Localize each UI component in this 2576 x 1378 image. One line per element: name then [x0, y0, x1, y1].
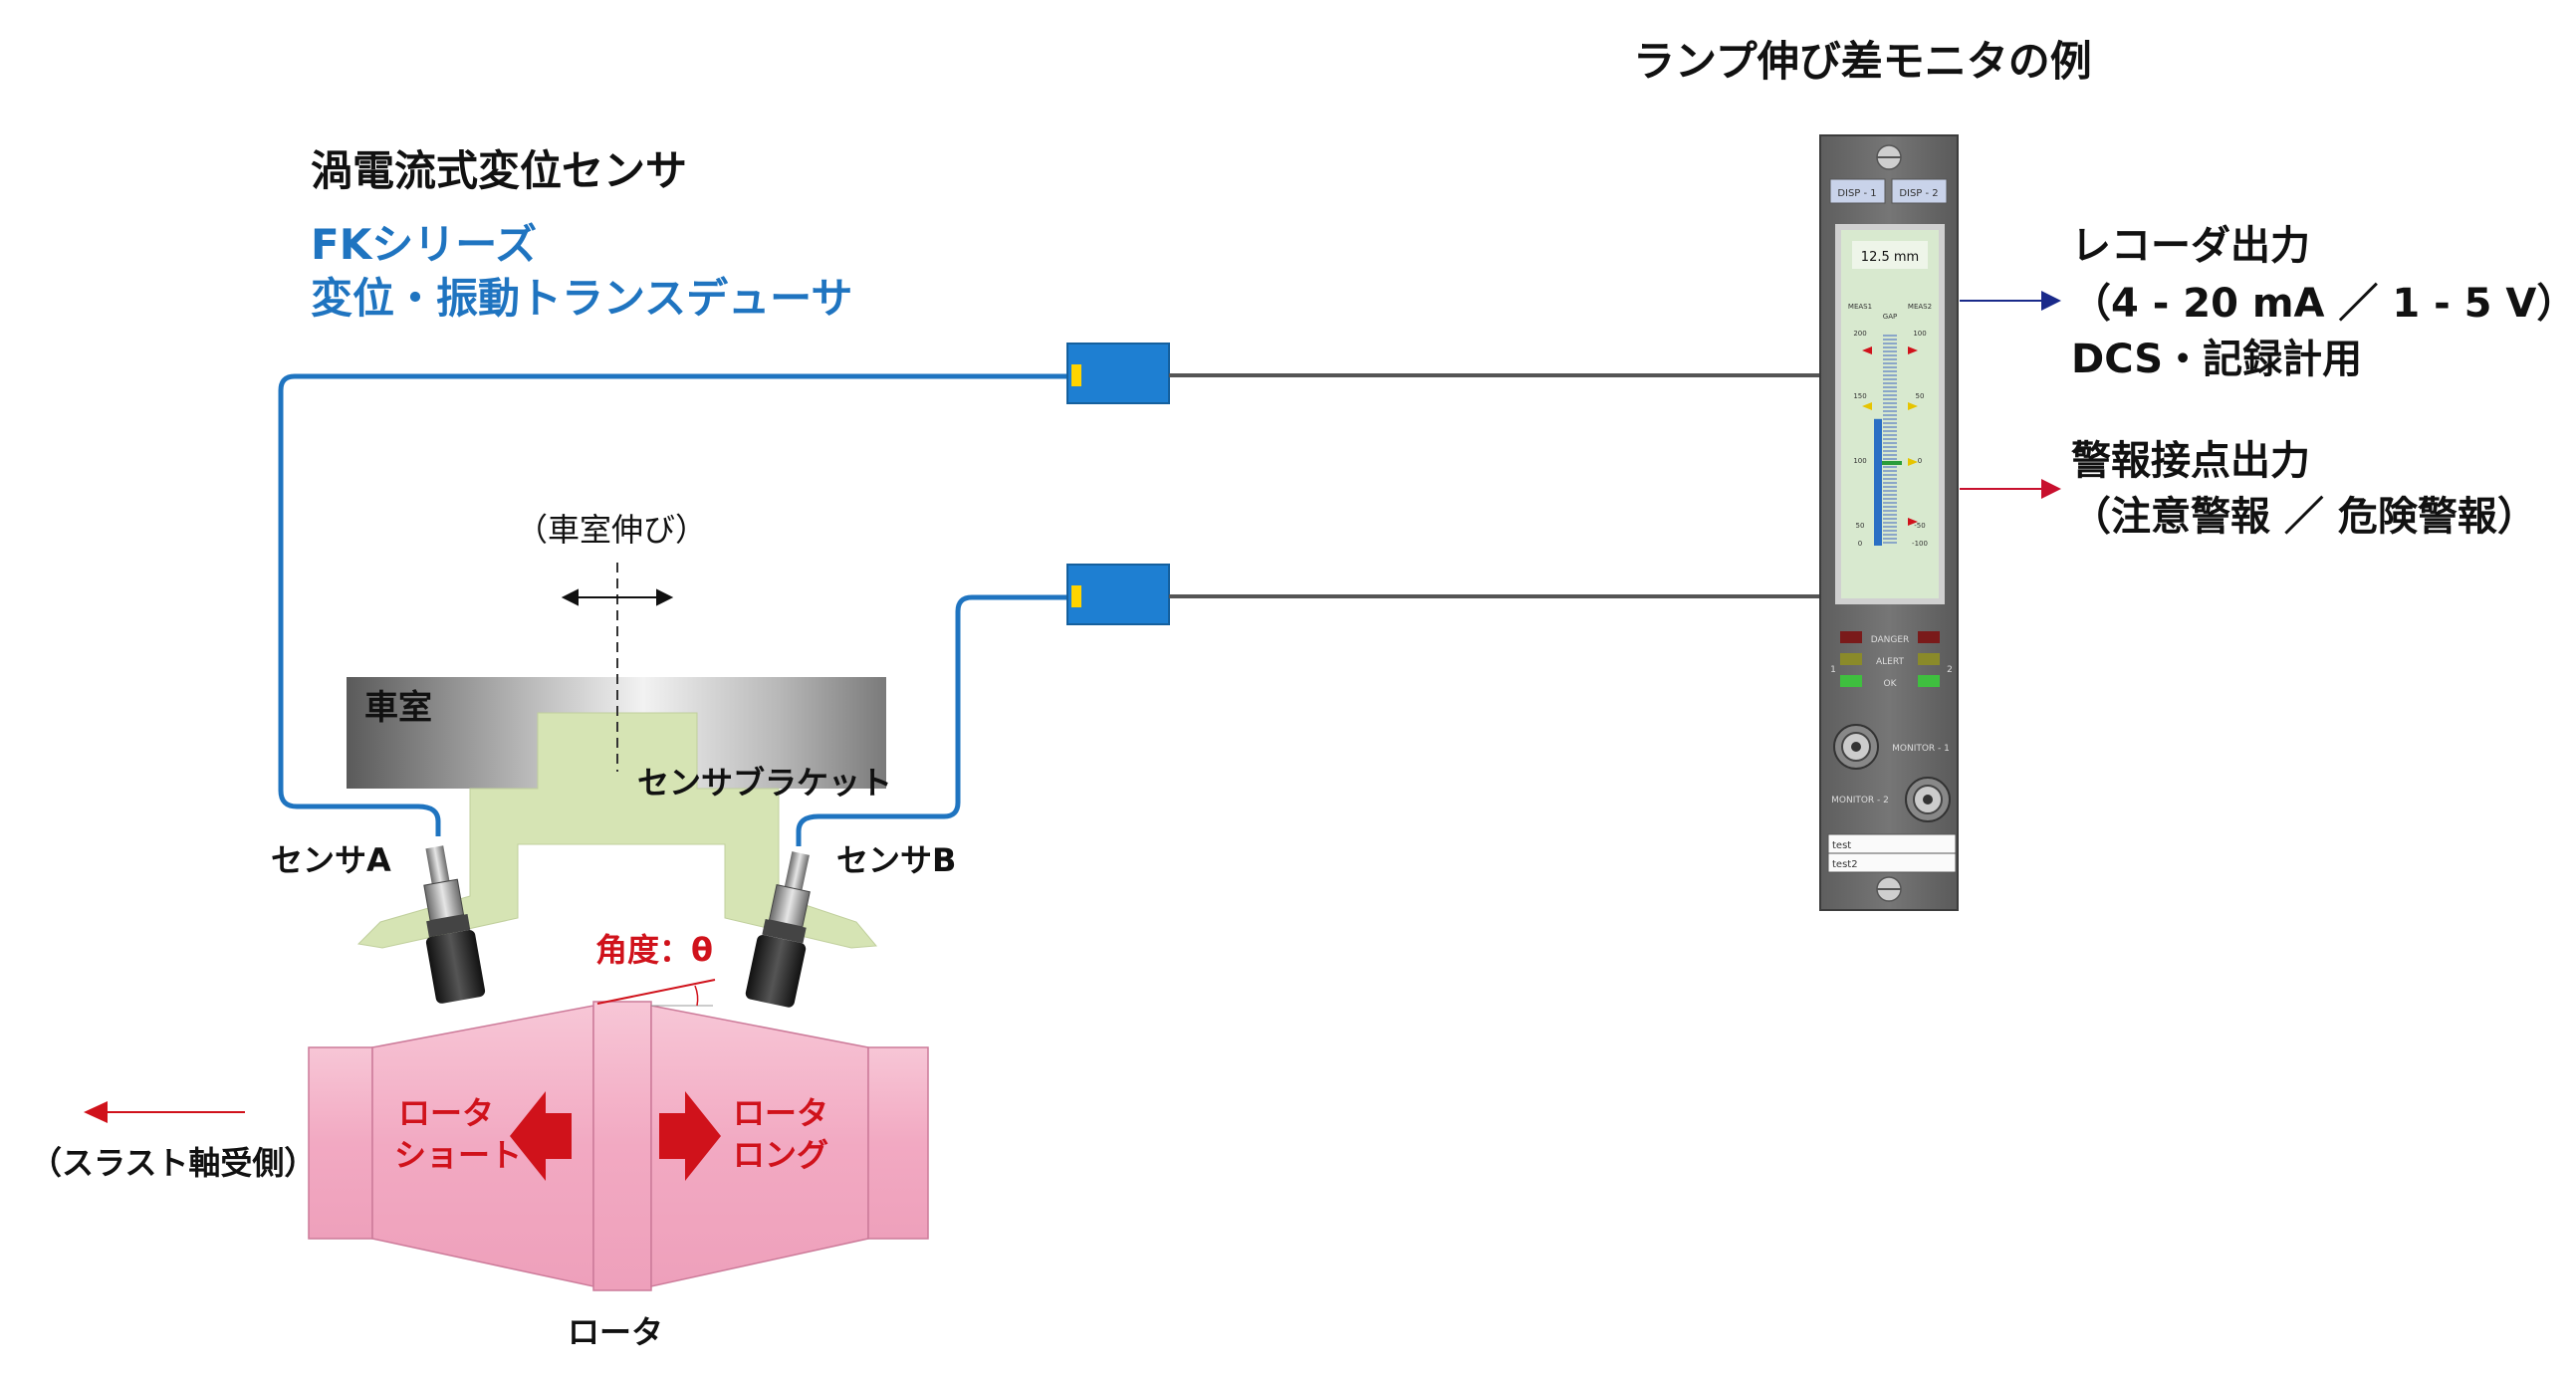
sensor-b — [745, 851, 811, 1008]
recorder-output-line2: （4 - 20 mA ／ 1 - 5 V） — [2071, 281, 2576, 327]
rotor-label: ロータ — [568, 1313, 664, 1351]
alarm-output-line1: 警報接点出力 — [2071, 438, 2310, 484]
monitor-1-label: MONITOR - 1 — [1892, 744, 1950, 754]
converter-b — [1066, 564, 1170, 625]
scale-left-4: 0 — [1858, 540, 1862, 548]
recorder-output-line3: DCS・記録計用 — [2071, 337, 2363, 382]
scale-right-4: -100 — [1912, 540, 1928, 548]
monitor-panel — [1819, 134, 1959, 911]
meas1-bar — [1874, 418, 1882, 546]
recorder-output-line1: レコーダ出力 — [2071, 223, 2310, 269]
rotor-short-arrow — [510, 1091, 572, 1181]
channel-2-label: 2 — [1947, 665, 1953, 675]
thrust-side-label: （スラスト軸受側） — [30, 1144, 317, 1182]
sensor-bracket — [356, 712, 878, 949]
casing-expansion-label: （車室伸び） — [516, 511, 708, 549]
sensor-a — [423, 845, 486, 1004]
rotor — [308, 1001, 929, 1291]
display-reading: 12.5 mm — [1861, 250, 1919, 265]
gap-label: GAP — [1883, 313, 1897, 321]
disp-1-button[interactable] — [1829, 178, 1886, 204]
converter-a — [1066, 343, 1170, 404]
rotor-long-arrow — [659, 1091, 721, 1181]
danger-label: DANGER — [1871, 635, 1910, 645]
tag-2-label: test2 — [1832, 859, 1858, 870]
disp-2-button[interactable] — [1891, 178, 1948, 204]
alarm-output-line2: （注意警報 ／ 危険警報） — [2071, 494, 2537, 540]
monitor-title: ランプ伸び差モニタの例 — [1633, 37, 2092, 86]
meas2-label: MEAS2 — [1908, 303, 1932, 311]
meas1-label: MEAS1 — [1848, 303, 1872, 311]
disp-1-label: DISP - 1 — [1837, 188, 1876, 199]
angle-line — [596, 979, 716, 1005]
scale-right-3: -50 — [1914, 522, 1925, 530]
rotor-long-line2: ロング — [733, 1136, 829, 1174]
rotor-long-line1: ロータ — [733, 1094, 829, 1132]
cable-sensor-b — [796, 594, 1073, 846]
scale-left-0: 200 — [1853, 330, 1866, 338]
series-name: FKシリーズ — [311, 220, 538, 269]
ok-label: OK — [1884, 679, 1898, 689]
bracket-label: センサブラケット — [637, 764, 893, 802]
rotor-short-line1: ロータ — [398, 1094, 495, 1132]
scale-right-1: 50 — [1916, 392, 1925, 400]
sensor-a-label: センサA — [271, 841, 391, 879]
angle-arc — [694, 985, 699, 1007]
monitor-2-connector[interactable] — [1905, 777, 1951, 822]
scale-right-0: 100 — [1913, 330, 1926, 338]
sensor-b-label: センサB — [836, 841, 957, 879]
monitor-1-connector[interactable] — [1833, 724, 1879, 770]
sensor-type-title: 渦電流式変位センサ — [311, 146, 688, 195]
cable-sensor-a — [278, 373, 1073, 836]
series-subtitle: 変位・振動トランスデューサ — [311, 274, 853, 323]
monitor-2-label: MONITOR - 2 — [1831, 796, 1889, 805]
thrust-arrow — [84, 1101, 245, 1123]
expansion-arrow — [561, 588, 674, 606]
rotor-short-line2: ショート — [394, 1136, 523, 1174]
scale-left-3: 50 — [1856, 522, 1865, 530]
channel-1-label: 1 — [1830, 665, 1836, 675]
scale-left-1: 150 — [1853, 392, 1866, 400]
angle-label: 角度：θ — [595, 931, 713, 969]
scale-left-2: 100 — [1853, 457, 1866, 465]
alert-label: ALERT — [1876, 657, 1904, 667]
disp-2-label: DISP - 2 — [1899, 188, 1938, 199]
scale-right-2: 0 — [1918, 457, 1922, 465]
tag-1-label: test — [1832, 840, 1851, 851]
casing-label: 車室 — [364, 688, 432, 728]
